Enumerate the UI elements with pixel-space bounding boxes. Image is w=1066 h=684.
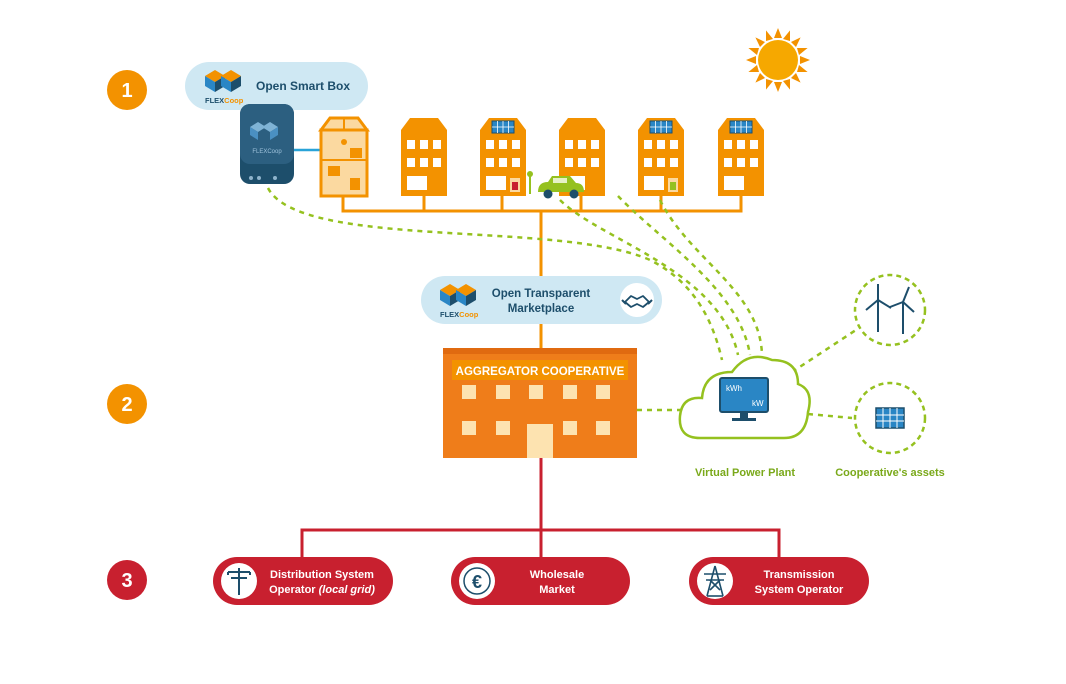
wind-turbines-asset xyxy=(853,273,927,347)
battery-icon xyxy=(668,178,678,192)
aggregator-cooperative-building: AGGREGATOR COOPERATIVE xyxy=(443,348,637,458)
brand-flex-text: FLEX xyxy=(440,310,459,319)
euro-icon: € xyxy=(463,567,491,595)
brand-flex-text: FLEX xyxy=(205,96,224,105)
monitor-icon: kWh kW xyxy=(719,377,769,421)
step-2-badge: 2 xyxy=(107,384,147,424)
svg-text:€: € xyxy=(472,572,482,592)
house-connection-lines xyxy=(341,196,743,350)
wholesale-market-pill: € Wholesale Market xyxy=(451,557,630,605)
wind-turbine-icon xyxy=(865,284,915,334)
dso-label-line1: Distribution System xyxy=(270,569,374,581)
building-window xyxy=(563,385,577,399)
flexcoop-logo-icon xyxy=(205,70,241,92)
step-3-badge: 3 xyxy=(107,560,147,600)
electric-car-icon xyxy=(527,171,584,199)
handshake-icon xyxy=(620,283,654,317)
smart-box-device: FLEXCoop xyxy=(240,104,330,184)
house-5 xyxy=(638,118,684,196)
building-window xyxy=(563,421,577,435)
smart-box-label: Open Smart Box xyxy=(256,79,350,93)
rooftop-solar-icon xyxy=(649,120,673,134)
tso-label-line1: Transmission xyxy=(764,569,835,581)
transmission-tower-icon xyxy=(704,565,726,597)
assets-label: Cooperative's assets xyxy=(835,467,945,479)
solar-panel-asset xyxy=(853,381,927,455)
battery-icon xyxy=(510,178,520,192)
step-1-badge: 1 xyxy=(107,70,147,110)
dso-label-line2: Operator (local grid) xyxy=(269,584,375,596)
step-2-number: 2 xyxy=(121,394,132,416)
marketplace-label-line2: Marketplace xyxy=(508,303,574,315)
solar-panel-icon xyxy=(875,407,905,429)
house-4 xyxy=(559,118,605,196)
aggregator-label: AGGREGATOR COOPERATIVE xyxy=(456,366,625,378)
building-window xyxy=(496,421,510,435)
house-6 xyxy=(718,118,764,196)
rooftop-solar-icon xyxy=(729,120,753,134)
step-1-number: 1 xyxy=(121,80,132,102)
vpp-dotted-lines xyxy=(266,187,857,420)
flexcoop-logo-icon xyxy=(440,284,476,306)
house-2 xyxy=(401,118,447,196)
power-pole-icon xyxy=(227,568,251,595)
rooftop-solar-icon xyxy=(491,120,515,134)
marketplace-label-line1: Open Transparent xyxy=(492,288,591,300)
building-window xyxy=(596,421,610,435)
screen-kwh-text: kWh xyxy=(726,384,742,393)
svg-text:FLEXCoop: FLEXCoop xyxy=(252,149,282,155)
distribution-system-operator-pill: Distribution System Operator (local grid… xyxy=(213,557,393,605)
brand-coop-text: Coop xyxy=(224,96,244,105)
transmission-system-operator-pill: Transmission System Operator xyxy=(689,557,869,605)
open-smart-box-pill: FLEXCoop Open Smart Box xyxy=(185,62,368,110)
wholesale-label-line2: Market xyxy=(539,584,575,596)
house-1-cutaway xyxy=(318,116,370,198)
building-window xyxy=(462,385,476,399)
svg-text:FLEXCoop: FLEXCoop xyxy=(440,310,479,319)
tso-label-line2: System Operator xyxy=(755,584,844,596)
building-window xyxy=(496,385,510,399)
building-window xyxy=(529,385,543,399)
sun-icon xyxy=(746,28,810,92)
wholesale-label-line1: Wholesale xyxy=(530,569,584,581)
screen-kw-text: kW xyxy=(752,399,764,408)
open-transparent-marketplace-pill: FLEXCoop Open Transparent Marketplace xyxy=(421,276,662,324)
svg-text:FLEXCoop: FLEXCoop xyxy=(205,96,244,105)
brand-coop-text: Coop xyxy=(459,310,479,319)
market-connection-lines xyxy=(300,458,781,558)
virtual-power-plant-cloud: kWh kW xyxy=(678,355,811,440)
building-window xyxy=(596,385,610,399)
step-3-number: 3 xyxy=(121,570,132,592)
building-window xyxy=(462,421,476,435)
vpp-label: Virtual Power Plant xyxy=(695,467,795,479)
houses-row xyxy=(401,118,764,196)
house-3 xyxy=(480,118,526,196)
